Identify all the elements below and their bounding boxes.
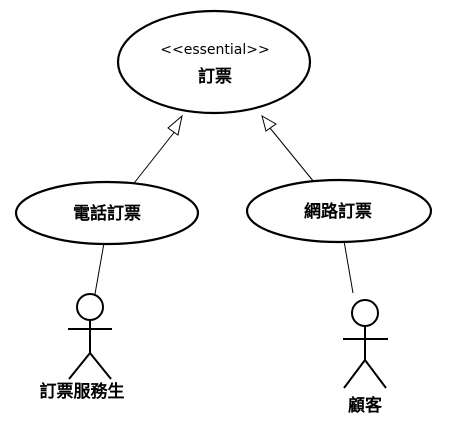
use-case-base[interactable]: <<essential>> 訂票 (116, 9, 312, 115)
actor-agent-leg-right (89, 352, 112, 380)
actor-agent[interactable]: 訂票服務生 (40, 293, 125, 402)
generalization-arrowhead-phone (167, 114, 183, 136)
generalization-web-to-base (261, 114, 315, 183)
use-case-phone-name: 電話訂票 (73, 203, 141, 224)
use-case-web-ellipse (245, 178, 433, 244)
use-case-base-ellipse (116, 9, 312, 115)
association-agent-phone (94, 242, 105, 295)
use-case-web-name: 網路訂票 (304, 201, 372, 222)
use-case-phone-ellipse (14, 180, 200, 246)
generalization-phone-to-base (126, 114, 183, 193)
generalization-line-phone (126, 129, 177, 193)
actor-customer[interactable]: 顧客 (343, 299, 388, 416)
actor-customer-head (351, 299, 379, 327)
use-case-base-name: 訂票 (198, 66, 232, 87)
use-case-web[interactable]: 網路訂票 (245, 178, 433, 244)
actor-customer-name: 顧客 (348, 395, 383, 416)
actor-agent-name: 訂票服務生 (40, 381, 125, 402)
generalization-arrowhead-web (261, 114, 277, 132)
actor-customer-leg-right (364, 359, 387, 389)
association-customer-web (343, 240, 354, 294)
generalization-line-web (269, 127, 315, 183)
use-case-base-stereotype: <<essential>> (160, 42, 269, 58)
actor-agent-leg-left (68, 352, 91, 380)
use-case-phone[interactable]: 電話訂票 (14, 180, 200, 246)
actor-agent-head (76, 293, 104, 321)
actor-customer-leg-left (343, 359, 366, 389)
